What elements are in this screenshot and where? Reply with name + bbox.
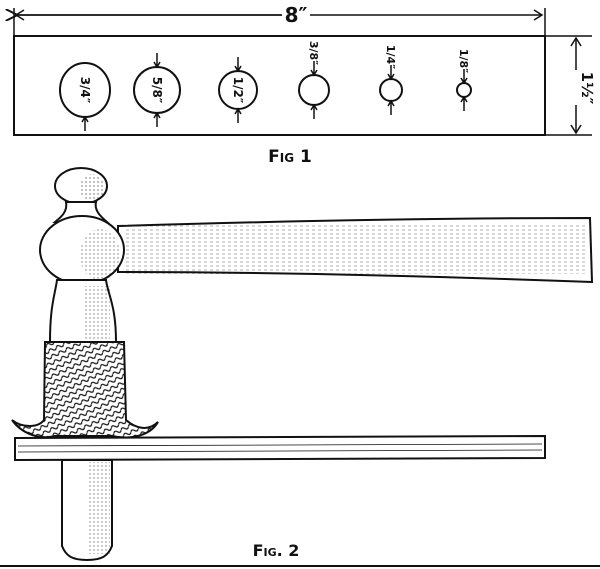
hole-circle (298, 74, 330, 106)
figure-2: Fig. 2 (11, 167, 594, 562)
hole-size-label: 3/8″ (307, 41, 320, 65)
dimension-arrow (234, 57, 242, 73)
dimension-arrow (234, 107, 242, 123)
dimension-arrow (310, 61, 318, 77)
hole: 5/8″ (133, 53, 181, 127)
hole-size-label: 3/4″ (78, 77, 92, 104)
figure-1-caption: Fig 1 (268, 147, 312, 167)
hole: 1/4″ (379, 45, 403, 115)
hole-size-label: 1/4″ (384, 45, 397, 69)
figure-2-caption: Fig. 2 (253, 541, 300, 560)
dimension-arrow (460, 69, 468, 85)
hole-circle (456, 82, 472, 98)
hole: 1/8″ (456, 49, 472, 111)
hole-size-label: 1/8″ (457, 49, 470, 73)
dimension-arrow (387, 99, 395, 115)
hole-circle (379, 78, 403, 102)
width-label: 1½″ (578, 72, 596, 105)
hole-size-label: 5/8″ (150, 77, 164, 104)
dimension-arrow (460, 95, 468, 111)
hole: 1/2″ (218, 57, 258, 123)
length-label: 8″ (285, 3, 308, 27)
dimension-arrow (310, 103, 318, 119)
hole-size-label: 1/2″ (231, 77, 245, 104)
dimension-arrow (153, 111, 161, 127)
hole: 3/4″ (59, 62, 111, 131)
hole: 3/8″ (298, 41, 330, 119)
dimension-arrow (153, 53, 161, 69)
board (14, 434, 546, 462)
wrapped-grip (11, 341, 159, 439)
figure-1: 8″ 1½″ 3/4″ 5/8″ 1/2″ 3/8″ 1/4″ 1/8″ Fig 1 (14, 3, 596, 167)
hole-row: 3/4″ 5/8″ 1/2″ 3/8″ 1/4″ 1/8″ (59, 41, 472, 131)
dimension-arrow (387, 65, 395, 81)
plate-outline (13, 35, 546, 136)
dimension-arrow (81, 115, 89, 131)
